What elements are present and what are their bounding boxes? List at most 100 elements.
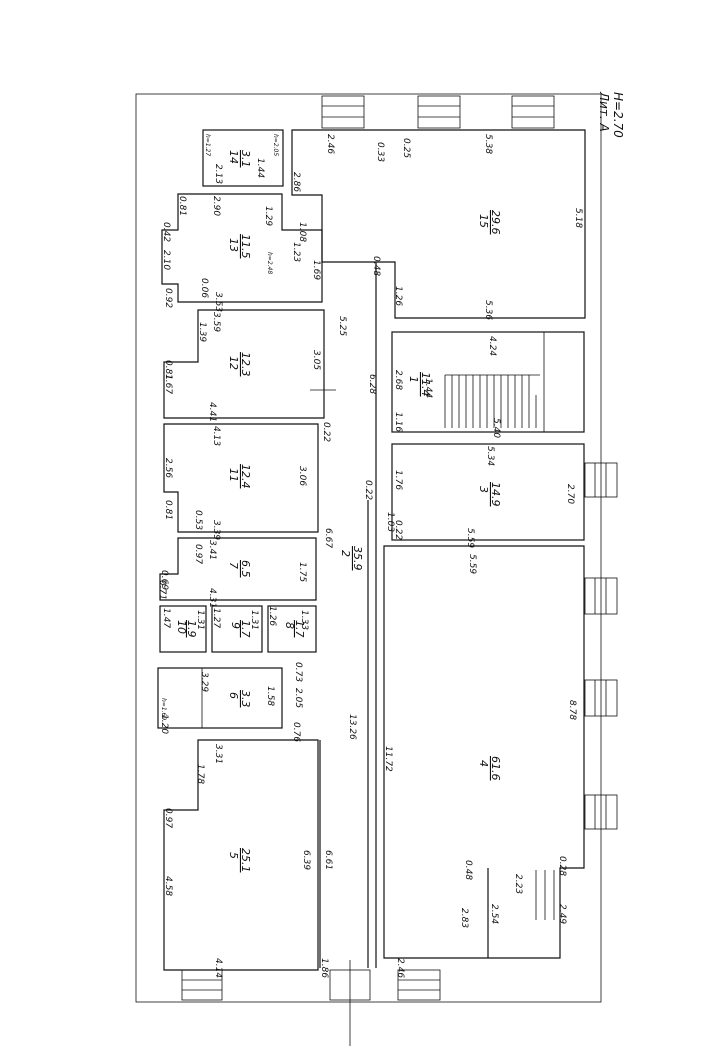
room-9	[211, 605, 263, 653]
dimension-label: 0.81	[177, 196, 187, 216]
dimension-label: 2.83	[459, 908, 469, 928]
room-11-area: 12.4	[239, 464, 252, 489]
stairs-small-icon	[535, 870, 555, 920]
dimension-label: 3.53	[213, 292, 223, 312]
dimension-label: 4.24	[487, 336, 497, 356]
dimension-label: 1.75	[297, 562, 307, 582]
room-6-area: 3.3	[239, 690, 252, 708]
dimension-label: 6.67	[323, 528, 333, 548]
dimension-label: 11.72	[383, 746, 393, 772]
room-10-number: 10	[175, 620, 188, 634]
dimension-label: 1.67	[163, 374, 173, 394]
dimension-label: 2.05	[293, 688, 303, 708]
room-9-number: 9	[229, 622, 242, 629]
dimension-label: 2.70	[565, 484, 575, 504]
room-1	[391, 331, 585, 433]
dimension-label: 0.25	[401, 138, 411, 158]
dimension-label: 0.92	[163, 288, 173, 308]
room-4	[383, 545, 585, 959]
height-label: H=2.70	[611, 92, 625, 138]
dimension-label: 1.16	[393, 412, 403, 432]
dimension-label: 1.20	[159, 714, 169, 734]
room-8-area: 1.7	[293, 620, 306, 638]
room-4-area: 61.6	[489, 756, 502, 781]
dimension-label: 3.41	[207, 540, 217, 560]
room-1-number: 1	[407, 376, 420, 383]
dimension-label: 2.54	[489, 904, 499, 924]
dimension-label: 3.05	[311, 350, 321, 370]
room-14-area: 3.1	[239, 150, 252, 168]
height-note-14a: h=2.05	[272, 134, 279, 156]
dimension-label: 2.90	[211, 196, 221, 216]
room-7-area: 6.5	[239, 560, 252, 578]
dimension-label: 0.81	[163, 360, 173, 380]
room-6	[157, 667, 283, 729]
dimension-label: 3.39	[211, 520, 221, 540]
height-note-13: h=2.48	[266, 252, 273, 274]
room-10	[159, 605, 207, 653]
room-10-area: 1.9	[185, 620, 198, 638]
bottom-windows	[181, 960, 441, 1046]
top-windows	[321, 95, 555, 129]
room-12-area: 12.3	[239, 352, 252, 377]
stairs-icon	[444, 374, 540, 428]
room-14-number: 14	[227, 150, 240, 164]
room-8	[267, 605, 317, 653]
dimension-label: 0.42	[161, 222, 171, 242]
dimension-label: 1.76	[393, 470, 403, 490]
room-3-area: 14.9	[489, 482, 502, 507]
dimension-label: 1.39	[197, 322, 207, 342]
dimension-label: 1.44	[255, 158, 265, 178]
room-3-number: 3	[477, 486, 490, 493]
dimension-label: 1.33	[299, 610, 309, 630]
dimension-label: 1.27	[211, 608, 221, 628]
room-8-number: 8	[283, 622, 296, 629]
dimension-label: 4.14	[213, 958, 223, 978]
room-15-area: 29.6	[489, 210, 502, 235]
dimension-label: 1.31	[249, 610, 259, 630]
room-11	[163, 423, 319, 533]
dimension-label: 2.56	[163, 458, 173, 478]
dimension-label: 6.61	[323, 850, 333, 870]
room-7	[159, 537, 317, 601]
dimension-label: 4.58	[163, 876, 173, 896]
dimension-label: 4.41	[207, 402, 217, 422]
dimension-label: 1.58	[265, 686, 275, 706]
height-note-6: h=1.69	[160, 698, 167, 720]
room-12-number: 12	[227, 356, 240, 370]
dimension-label: 1.26	[267, 606, 277, 626]
dimension-label: 3.31	[213, 744, 223, 764]
dimension-label: 5.25	[337, 316, 347, 336]
dimension-label: 3.29	[199, 672, 209, 692]
lit-label: Лит. А	[597, 91, 611, 132]
dimension-label: 0.28	[557, 856, 567, 876]
dimension-label: 1.03	[385, 512, 395, 532]
dimension-label: 1.26	[393, 286, 403, 306]
room-6-number: 6	[227, 692, 240, 699]
room-5-number: 5	[227, 852, 240, 859]
dimension-label: 1.47	[161, 608, 171, 628]
dimension-label: 0.33	[375, 142, 385, 162]
dimension-label: 2.46	[395, 958, 405, 978]
dimension-label: 1.69	[311, 260, 321, 280]
dimension-label: 0.22	[363, 480, 373, 500]
dimension-label: 5.59	[465, 528, 475, 548]
room-1-area: 11.4	[419, 372, 432, 397]
dimension-label: 0.22	[393, 520, 403, 540]
room-13	[161, 193, 323, 303]
room-15	[291, 129, 586, 319]
dimension-label: 5.18	[573, 208, 583, 228]
room-13-area: 11.5	[239, 234, 252, 259]
dimension-label: 0.73	[293, 662, 303, 682]
dimension-label: 2.49	[557, 904, 567, 924]
dimension-label: 1.44	[423, 378, 433, 398]
dimension-label: 5.38	[483, 134, 493, 154]
dimension-label: 0.48	[371, 256, 381, 276]
dimension-label: 3.06	[297, 466, 307, 486]
dimension-label: 0.81	[163, 500, 173, 520]
building-outline	[135, 93, 602, 1003]
dimension-label: 5.40	[491, 418, 501, 438]
